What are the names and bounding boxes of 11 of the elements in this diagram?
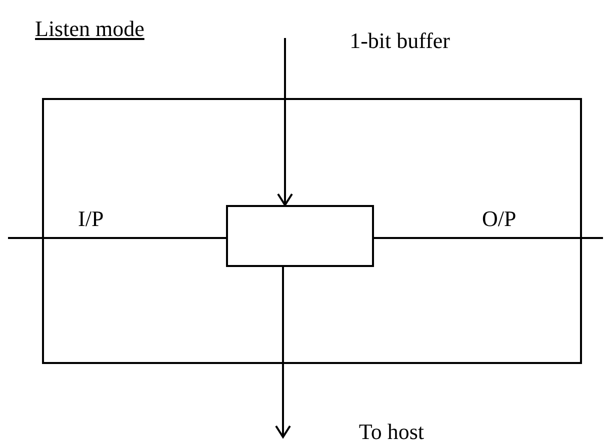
text-label: To host [296, 419, 424, 445]
enclosure-box [42, 98, 582, 364]
port-label: O/P [482, 208, 516, 230]
buffer-box [226, 205, 374, 267]
text-label: 1-bit buffer [285, 28, 450, 54]
arrow [275, 267, 291, 438]
diagram-title: Listen mode [35, 18, 144, 40]
signal-line [8, 237, 226, 239]
signal-line [374, 237, 603, 239]
port-label: I/P [78, 208, 104, 230]
arrow [277, 38, 293, 206]
